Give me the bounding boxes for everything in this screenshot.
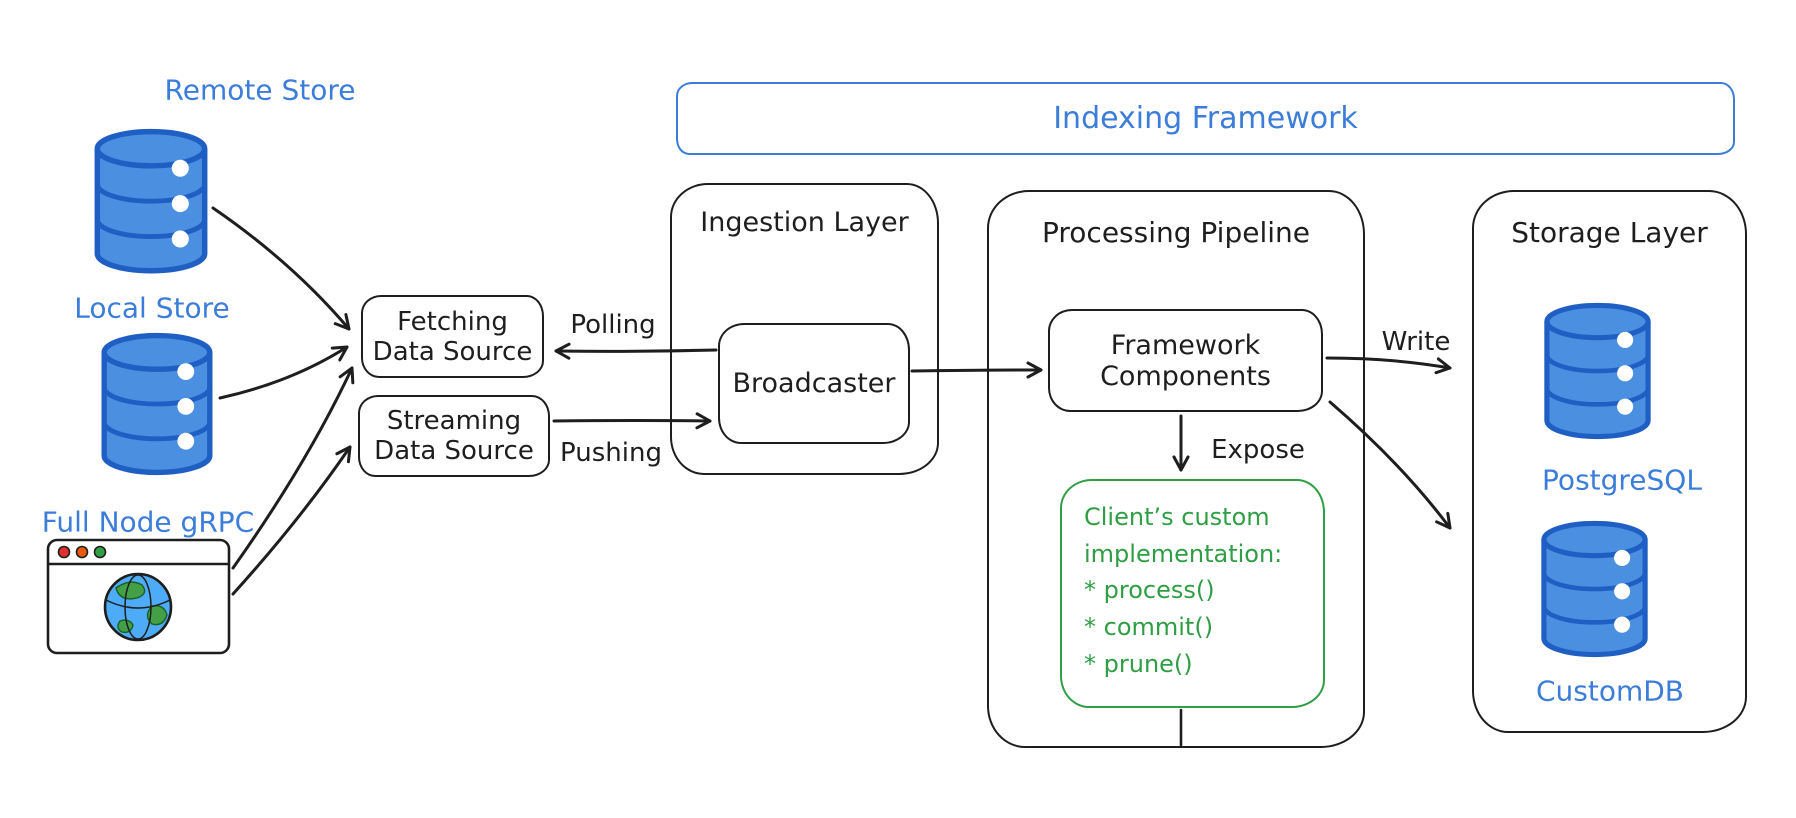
framework-components-label: Framework Components — [1100, 329, 1271, 392]
storage-layer-box: Storage Layer — [1472, 190, 1747, 733]
customdb-label: CustomDB — [1535, 674, 1685, 708]
local-store-label: Local Store — [74, 291, 230, 325]
broadcaster-box: Broadcaster — [718, 323, 910, 444]
remote-store-database-icon — [97, 132, 204, 271]
write-edge-label: Write — [1381, 326, 1451, 357]
client-implementation-text: Client’s custom implementation: * proces… — [1084, 503, 1283, 678]
fetching-data-source-box: Fetching Data Source — [361, 295, 544, 378]
indexing-framework-title: Indexing Framework — [1053, 101, 1358, 136]
browser-dot-red-icon — [57, 545, 71, 559]
framework-components-box: Framework Components — [1048, 309, 1323, 412]
arrow-local-to-fetching — [218, 345, 349, 400]
fetching-data-source-label: Fetching Data Source — [372, 306, 533, 367]
full-node-grpc-label: Full Node gRPC — [41, 505, 255, 539]
globe-icon — [103, 572, 173, 642]
browser-dot-orange-icon — [75, 545, 89, 559]
postgresql-label: PostgreSQL — [1542, 463, 1702, 497]
streaming-data-source-box: Streaming Data Source — [358, 395, 550, 477]
streaming-data-source-label: Streaming Data Source — [374, 406, 534, 466]
ingestion-layer-box: Ingestion Layer — [670, 183, 939, 475]
processing-pipeline-label: Processing Pipeline — [1042, 216, 1310, 249]
full-node-browser-icon — [46, 538, 231, 655]
client-implementation-box: Client’s custom implementation: * proces… — [1060, 479, 1325, 708]
storage-layer-label: Storage Layer — [1511, 216, 1708, 249]
indexing-framework-banner: Indexing Framework — [676, 82, 1735, 155]
broadcaster-label: Broadcaster — [732, 368, 896, 399]
browser-dot-green-icon — [93, 545, 107, 559]
remote-store-label: Remote Store — [164, 73, 356, 107]
arrow-remote-to-fetching — [211, 206, 351, 331]
expose-edge-label: Expose — [1211, 434, 1305, 465]
polling-edge-label: Polling — [570, 309, 656, 340]
ingestion-layer-label: Ingestion Layer — [700, 207, 909, 238]
local-store-database-icon — [104, 336, 210, 473]
pushing-edge-label: Pushing — [560, 437, 662, 468]
